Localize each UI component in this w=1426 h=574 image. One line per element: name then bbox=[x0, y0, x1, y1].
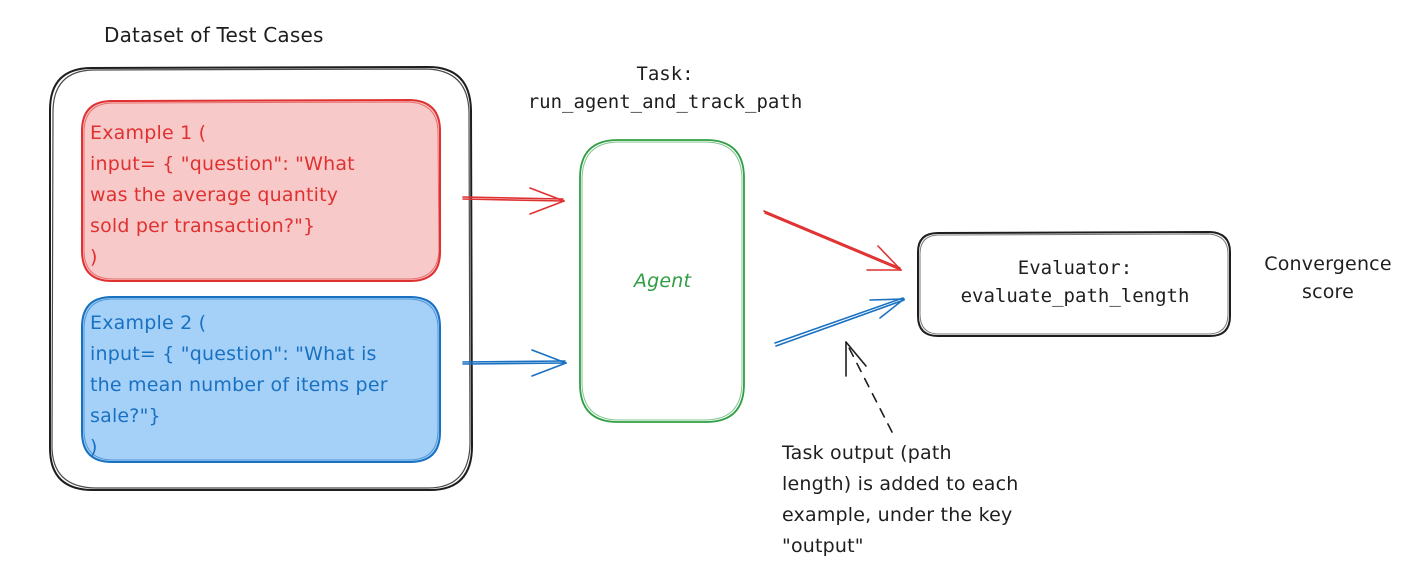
arrow-note-to-evaluator bbox=[845, 341, 893, 433]
example-2-box bbox=[81, 296, 441, 463]
dataset-container bbox=[49, 65, 474, 491]
example-1-text: Example 1 ( input= { "question": "What w… bbox=[90, 122, 355, 268]
dataset-title: Dataset of Test Cases bbox=[104, 23, 324, 47]
agent-box bbox=[579, 139, 745, 423]
arrow-example2-to-agent bbox=[462, 349, 567, 377]
task-output-note: Task output (path length) is added to ea… bbox=[782, 442, 1019, 557]
evaluator-label: Evaluator: evaluate_path_length bbox=[960, 257, 1190, 307]
evaluator-box bbox=[917, 230, 1231, 337]
example-2-text: Example 2 ( input= { "question": "What i… bbox=[90, 312, 388, 458]
arrow-agent-to-evaluator-red bbox=[763, 210, 902, 271]
arrow-example1-to-agent bbox=[462, 187, 565, 215]
convergence-score-label: Convergence score bbox=[1264, 253, 1392, 303]
arrow-agent-to-evaluator-blue bbox=[774, 297, 905, 347]
task-label: Task: run_agent_and_track_path bbox=[527, 63, 803, 113]
agent-label: Agent bbox=[633, 270, 692, 292]
example-1-box bbox=[81, 98, 441, 282]
